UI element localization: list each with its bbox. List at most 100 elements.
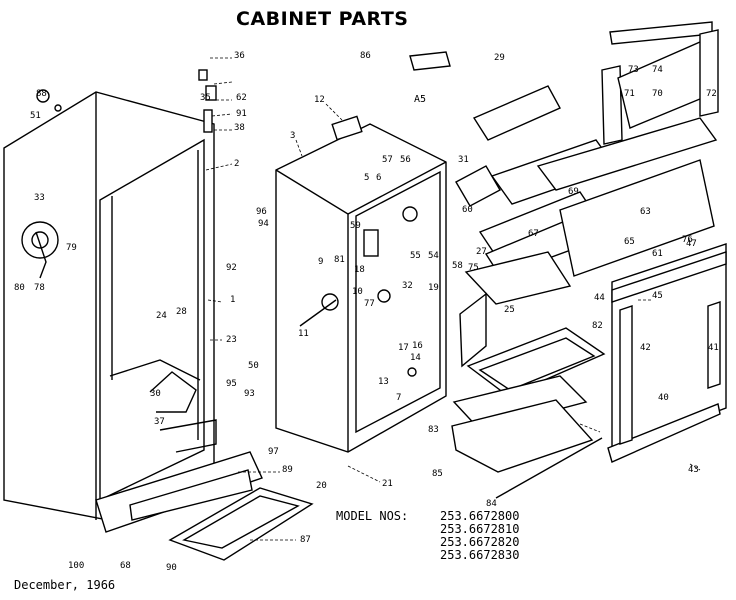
part-callout-67: 67: [528, 229, 539, 239]
part-callout-7: 7: [396, 393, 401, 403]
part-callout-41: 41: [708, 343, 719, 353]
part-callout-90: 90: [166, 563, 177, 573]
part-callout-10: 10: [352, 287, 363, 297]
part-callout-44: 44: [594, 293, 605, 303]
part-callout-55: 55: [410, 251, 421, 261]
part-callout-96: 96: [256, 207, 267, 217]
part-callout-83: 83: [428, 425, 439, 435]
part-callout-74: 74: [652, 65, 663, 75]
part-callout-59: 59: [350, 221, 361, 231]
part-callout-43: 43: [688, 465, 699, 475]
part-callout-42: 42: [640, 343, 651, 353]
base-assembly: [95, 451, 314, 561]
part-callout-47: 47: [686, 239, 697, 249]
model-number: 253.6672810: [440, 522, 520, 536]
part-callout-72: 72: [706, 89, 717, 99]
part-callout-3: 3: [290, 131, 295, 141]
part-callout-35: 35: [200, 93, 211, 103]
fresh-food-parts: [451, 243, 727, 499]
part-callout-19: 19: [428, 283, 439, 293]
model-number: 253.6672830: [440, 548, 520, 562]
part-callout-21: 21: [382, 479, 393, 489]
part-callout-71: 71: [624, 89, 635, 99]
part-callout-65: 65: [624, 237, 635, 247]
part-callout-16: 16: [412, 341, 423, 351]
model-numbers-label: MODEL NOS:: [336, 509, 409, 523]
part-callout-84: 84: [486, 499, 497, 509]
part-callout-100: 100: [68, 561, 84, 571]
part-callout-50: 50: [248, 361, 259, 371]
part-callout-58: 58: [452, 261, 463, 271]
part-callout-51: 51: [30, 111, 41, 121]
part-callout-33: 33: [34, 193, 45, 203]
part-callout-13: 13: [378, 377, 389, 387]
diagram-title: CABINET PARTS: [236, 8, 409, 30]
part-callout-77: 77: [364, 299, 375, 309]
part-callout-9: 9: [318, 257, 323, 267]
part-callout-78: 78: [34, 283, 45, 293]
part-callout-97: 97: [268, 447, 279, 457]
part-callout-30: 30: [150, 389, 161, 399]
cabinet-body: [3, 91, 217, 521]
part-callout-70: 70: [652, 89, 663, 99]
part-callout-5: 5: [364, 173, 369, 183]
part-callout-82: 82: [592, 321, 603, 331]
part-callout-87: 87: [300, 535, 311, 545]
part-callout-63: 63: [640, 207, 651, 217]
part-callout-23: 23: [226, 335, 237, 345]
part-callout-2: 2: [234, 159, 239, 169]
part-callout-95: 95: [226, 379, 237, 389]
cabinet-liner: [275, 115, 447, 453]
part-callout-69: 69: [568, 187, 579, 197]
part-callout-27: 27: [476, 247, 487, 257]
part-callout-54: 54: [428, 251, 439, 261]
part-callout-6: 6: [376, 173, 381, 183]
part-callout-37: 37: [154, 417, 165, 427]
part-callout-61: 61: [652, 249, 663, 259]
hinge-hardware: [36, 69, 217, 133]
section-mark: A5: [414, 94, 426, 105]
part-callout-56: 56: [400, 155, 411, 165]
part-callout-86: 86: [360, 51, 371, 61]
part-callout-1: 1: [230, 295, 235, 305]
part-callout-68: 68: [120, 561, 131, 571]
part-callout-79: 79: [66, 243, 77, 253]
part-callout-31: 31: [458, 155, 469, 165]
part-callout-80: 80: [14, 283, 25, 293]
part-callout-92: 92: [226, 263, 237, 273]
part-callout-28: 28: [176, 307, 187, 317]
part-callout-18: 18: [354, 265, 365, 275]
part-callout-93: 93: [244, 389, 255, 399]
diagram-date: December, 1966: [14, 578, 116, 592]
part-callout-85: 85: [432, 469, 443, 479]
part-callout-91: 91: [236, 109, 247, 119]
model-numbers-list: 253.6672800 253.6672810 253.6672820 253.…: [440, 510, 519, 562]
part-callout-89: 89: [282, 465, 293, 475]
part-callout-73: 73: [628, 65, 639, 75]
part-callout-25: 25: [504, 305, 515, 315]
part-callout-36: 36: [234, 51, 245, 61]
part-callout-60: 60: [462, 205, 473, 215]
model-number: 253.6672800: [440, 509, 520, 523]
part-callout-11: 11: [298, 329, 309, 339]
part-callout-76: 76: [682, 235, 693, 245]
part-callout-14: 14: [410, 353, 421, 363]
part-callout-40: 40: [658, 393, 669, 403]
part-callout-81: 81: [334, 255, 345, 265]
model-number: 253.6672820: [440, 535, 520, 549]
part-callout-20: 20: [316, 481, 327, 491]
part-callout-12: 12: [314, 95, 325, 105]
part-callout-17: 17: [398, 343, 409, 353]
part-callout-38: 38: [234, 123, 245, 133]
part-callout-29: 29: [494, 53, 505, 63]
part-callout-94: 94: [258, 219, 269, 229]
part-callout-57: 57: [382, 155, 393, 165]
part-callout-88: 88: [36, 89, 47, 99]
part-callout-75: 75: [468, 263, 479, 273]
part-callout-45: 45: [652, 291, 663, 301]
part-callout-24: 24: [156, 311, 167, 321]
leader-lines: [205, 57, 701, 541]
freezer-parts: [409, 21, 719, 305]
